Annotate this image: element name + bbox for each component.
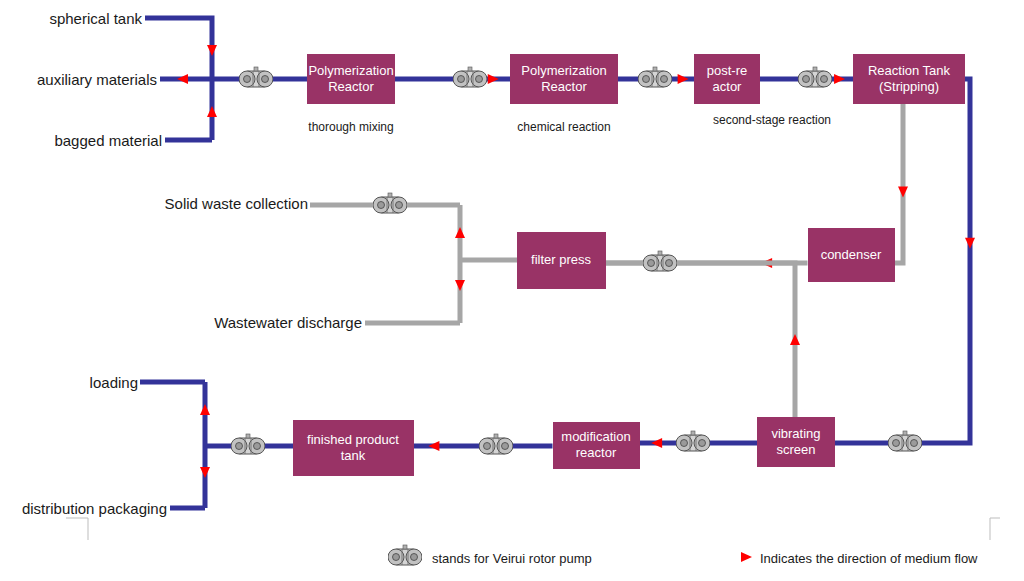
box-label: Polymerization Reactor [308, 63, 393, 96]
arrow-sample [741, 552, 752, 562]
corner-brackets [66, 518, 1000, 540]
box-label: Polymerization Reactor [516, 63, 612, 96]
flow-arrows [177, 45, 465, 478]
endpoint-label: auxiliary materials [37, 71, 157, 88]
endpoint-label: Wastewater discharge [214, 314, 362, 331]
box-label: condenser [821, 247, 882, 263]
pump-sample [388, 545, 422, 565]
process-box: filter press [517, 232, 606, 289]
endpoint-label: loading [90, 374, 138, 391]
process-box: post-re actor [694, 54, 760, 104]
legend-text: stands for Veirui rotor pump [432, 551, 592, 566]
box-label: Reaction Tank (Stripping) [859, 63, 959, 96]
legend-samples [388, 545, 752, 565]
process-box: modification reactor [553, 422, 640, 469]
stage-note: second-stage reaction [713, 113, 831, 127]
box-label: post-re actor [700, 63, 754, 96]
flow-connector [895, 104, 909, 263]
rotor-pumps [231, 67, 922, 454]
endpoint-label: bagged material [54, 132, 162, 149]
box-label: vibrating screen [763, 426, 829, 459]
process-box: Reaction Tank (Stripping) [853, 54, 965, 104]
process-box: Polymerization Reactor [307, 54, 395, 104]
endpoint-label: Solid waste collection [165, 195, 308, 212]
flow-connector [395, 74, 510, 84]
process-box: vibrating screen [757, 417, 835, 467]
box-label: modification reactor [559, 429, 634, 462]
feed-lines [140, 18, 530, 508]
endpoint-label: spherical tank [49, 10, 142, 27]
box-label: filter press [531, 252, 591, 268]
connectors [395, 74, 975, 451]
stage-note: thorough mixing [308, 120, 393, 134]
process-box: finished product tank [293, 420, 414, 476]
legend-text: Indicates the direction of medium flow [760, 551, 978, 566]
endpoint-label: distribution packaging [22, 500, 167, 517]
process-box: condenser [808, 228, 895, 282]
box-label: finished product tank [299, 432, 408, 465]
flow-connector [606, 263, 801, 417]
stage-note: chemical reaction [517, 120, 610, 134]
process-box: Polymerization Reactor [510, 54, 618, 104]
